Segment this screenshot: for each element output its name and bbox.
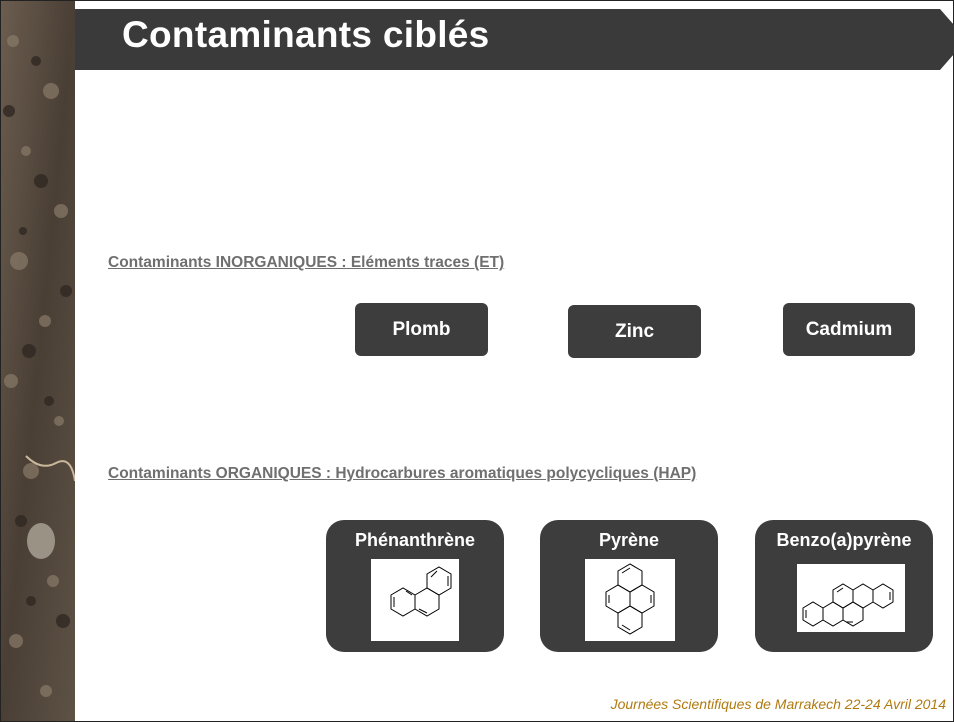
page-title: Contaminants ciblés	[122, 14, 490, 55]
benzo-a-pyrene-label: Benzo(a)pyrène	[776, 530, 912, 550]
zinc-box: Zinc	[568, 305, 701, 358]
soil-texture-image	[1, 1, 75, 721]
cadmium-label: Cadmium	[805, 318, 893, 340]
title-bar	[75, 9, 940, 70]
cadmium-box: Cadmium	[783, 303, 915, 356]
footer-text: Journées Scientifiques de Marrakech 22-2…	[610, 696, 946, 712]
title-bar-arrow	[938, 9, 954, 70]
plomb-box: Plomb	[355, 303, 488, 356]
phenanthrene-label: Phénanthrène	[354, 530, 476, 550]
pyrene-card: Pyrène	[540, 520, 718, 652]
benzo-a-pyrene-structure	[797, 564, 905, 632]
pyrene-label: Pyrène	[598, 530, 660, 550]
phenanthrene-structure	[371, 559, 459, 641]
inorganic-heading: Contaminants INORGANIQUES : Eléments tra…	[108, 254, 505, 271]
phenanthrene-card: Phénanthrène	[326, 520, 504, 652]
plomb-label: Plomb	[392, 318, 451, 340]
benzo-a-pyrene-card: Benzo(a)pyrène	[755, 520, 933, 652]
organic-heading: Contaminants ORGANIQUES : Hydrocarbures …	[108, 465, 697, 482]
zinc-label: Zinc	[614, 320, 655, 342]
pyrene-structure	[585, 559, 675, 641]
